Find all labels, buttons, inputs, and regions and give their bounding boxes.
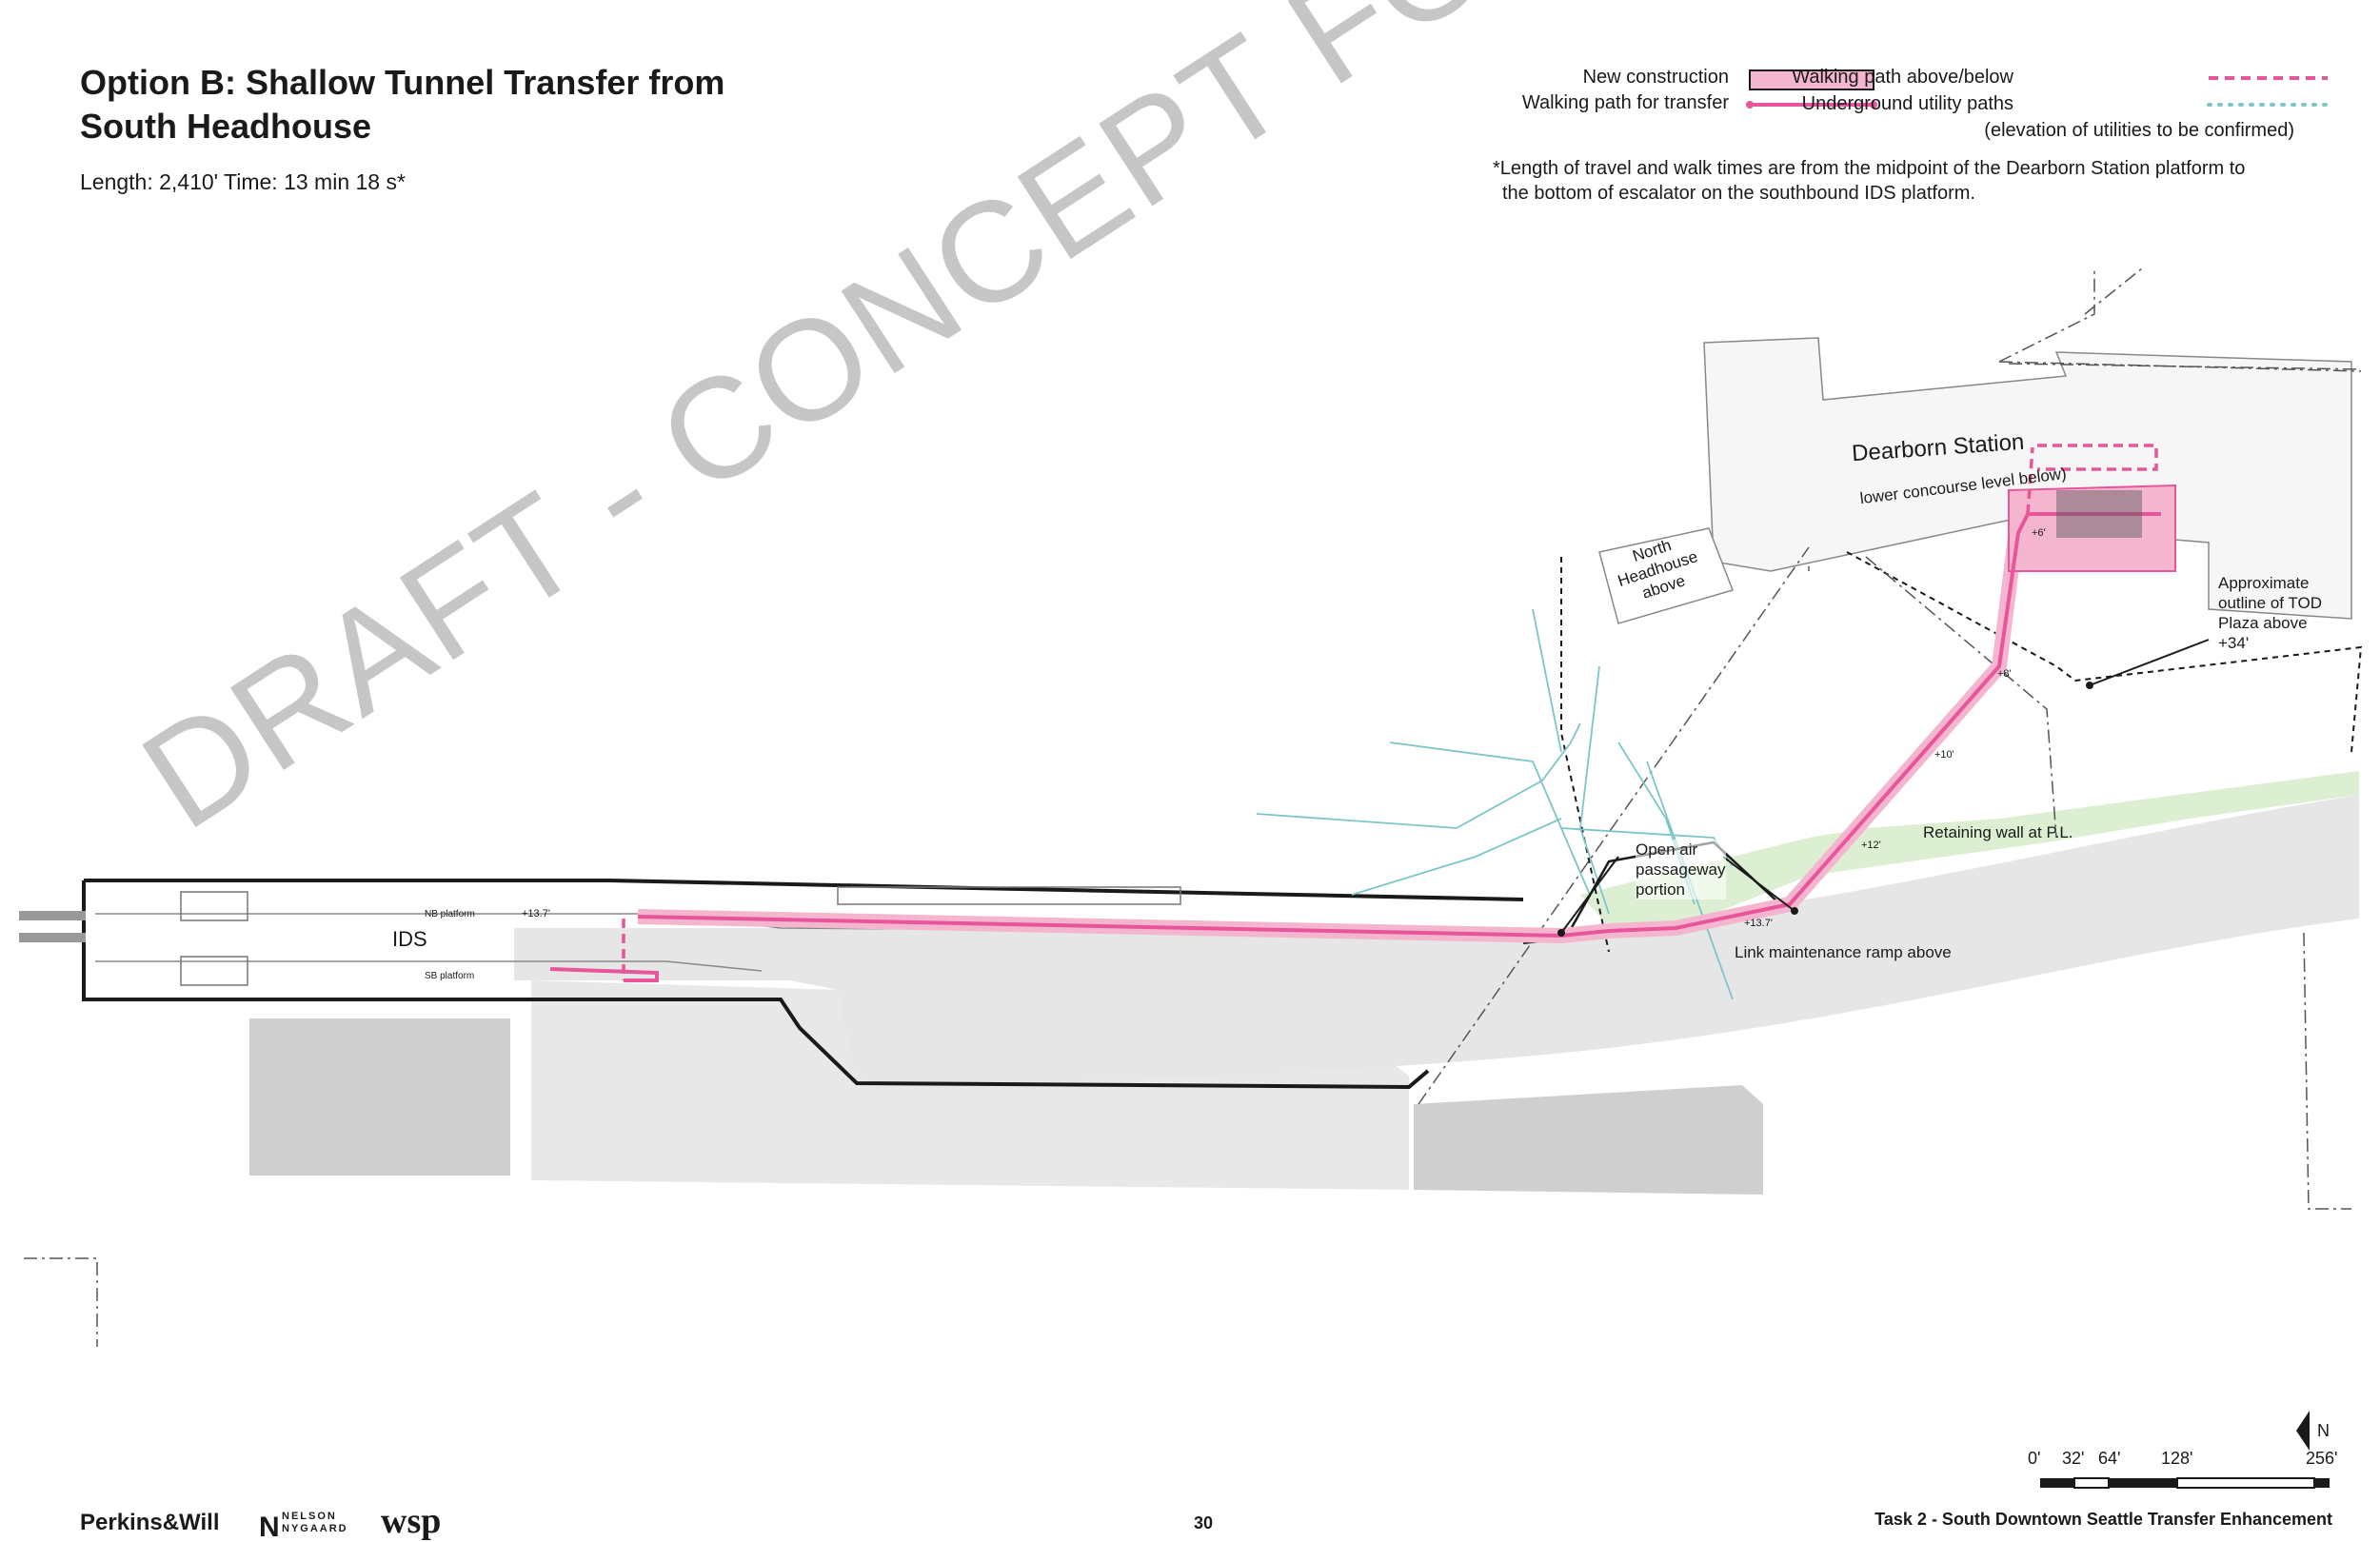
sb-platform-label: SB platform [425,971,475,981]
property-line-dashdot [1418,267,2362,1210]
legend-walking-path-dot-1 [1746,101,1754,109]
scale-label-32: 32' [2062,1449,2085,1468]
title-line-2: South Headhouse [80,107,372,146]
project-title: Task 2 - South Downtown Seattle Transfer… [1874,1510,2332,1529]
legend-utility-note: (elevation of utilities to be confirmed) [1984,120,2294,141]
tod-line-3: Plaza above [2218,614,2308,632]
legend-new-construction-label: New construction [1582,67,1729,88]
tod-leader [2089,639,2210,686]
green-area [1580,771,2359,938]
open-air-leader-2 [1722,856,1795,912]
open-air-label: Open air passageway portion [1636,840,1726,900]
scale-label-64: 64' [2098,1449,2121,1468]
north-label: N [2317,1421,2330,1440]
scale-segment-1 [2040,1478,2074,1488]
tod-line-2: outline of TOD [2218,594,2322,612]
corner-mark [24,1257,98,1347]
elevation-8: +8' [1997,668,2012,680]
nb-platform-box [180,891,248,921]
nelson-nygaard-n-icon: N [259,1512,280,1540]
nygaard-text: NYGAARD [282,1523,348,1534]
nb-platform-label: NB platform [425,909,475,919]
new-construction-corridor [637,506,2152,944]
legend-walking-path-label: Walking path for transfer [1521,92,1729,113]
legend-new-construction-swatch [1749,69,1874,90]
footnote-line-1: *Length of travel and walk times are fro… [1493,158,2246,179]
scale-label-0: 0' [2028,1449,2041,1468]
legend-walking-above-label: Walking path above/below [1792,67,2013,88]
elevation-12: +12' [1861,840,1881,851]
open-air-leader-1 [1560,856,1619,934]
elevation-13-7-path: +13.7' [1744,918,1773,929]
dearborn-station-outline [1703,337,2352,620]
length-time-subtitle: Length: 2,410' Time: 13 min 18 s* [80,169,406,194]
scale-segment-5 [2314,1478,2330,1488]
scale-segment-4 [2176,1477,2315,1489]
north-headhouse-outline [1598,527,1734,624]
scale-segment-3 [2109,1478,2177,1488]
open-air-line-2: passageway [1636,860,1726,879]
canopy-block [837,886,1181,905]
title-line-1: Option B: Shallow Tunnel Transfer from [80,63,725,102]
open-air-dot-1 [1557,929,1565,937]
footnote-line-2: the bottom of escalator on the southboun… [1502,183,1975,204]
elevation-6: +6' [2032,527,2046,539]
escalator-block [2056,490,2142,538]
building-block-3 [1414,1085,1763,1195]
property-line-dashed [1560,551,2363,953]
north-arrow-icon [2296,1411,2310,1451]
nelson-nygaard-logo: NELSON NYGAARD [282,1511,348,1535]
tod-line-4: +34' [2218,634,2250,652]
tod-line-1: Approximate [2218,574,2310,592]
link-ramp-label: Link maintenance ramp above [1735,943,1952,961]
scale-label-128: 128' [2161,1449,2193,1468]
elevation-13-7-ids: +13.7' [522,908,550,919]
sb-platform-box [180,956,248,986]
scale-bar [2040,1477,2330,1489]
open-air-dot-2 [1791,907,1798,915]
tod-leader-dot [2086,682,2093,689]
elevation-10: +10' [1934,749,1954,761]
nelson-text: NELSON [282,1511,337,1522]
wsp-logo: wsp [381,1501,442,1541]
scale-label-256: 256' [2306,1449,2338,1468]
walking-path-line [637,512,2161,939]
retaining-wall-label: Retaining wall at P.L. [1923,823,2073,841]
legend-utility-label: Underground utility paths [1801,93,2013,114]
new-construction-dearborn-box [2008,484,2176,572]
tod-plaza-label: Approximate outline of TOD Plaza above +… [2218,573,2322,653]
building-block-1 [249,1018,510,1176]
site-boundary-dashdot [2008,267,2362,370]
sb-transfer-path [549,967,659,982]
ids-label: IDS [392,927,427,951]
perkins-will-logo: Perkins&Will [80,1510,220,1535]
page-number: 30 [1194,1513,1214,1532]
scale-segment-2 [2073,1477,2110,1489]
open-air-line-3: portion [1636,880,1685,899]
page-title: Option B: Shallow Tunnel Transfer from S… [80,61,937,148]
legend-walking-path-dot-2 [1870,101,1877,109]
open-air-line-1: Open air [1636,840,1698,859]
footnote: *Length of travel and walk times are fro… [1493,156,2350,206]
